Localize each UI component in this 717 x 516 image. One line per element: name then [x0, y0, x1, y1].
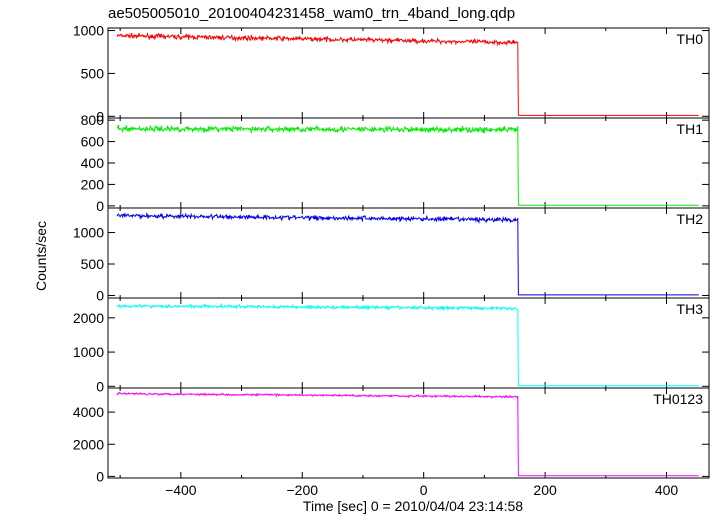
- series-label: TH3: [677, 301, 704, 317]
- series-label: TH0: [677, 31, 704, 47]
- panel-frame: [107, 297, 710, 389]
- panels-group: 05001000TH00200400600800TH105001000TH201…: [73, 23, 710, 498]
- y-tick-label: 0: [96, 468, 104, 484]
- y-tick-label: 2000: [73, 436, 104, 452]
- x-axis-label: Time [sec] 0 = 2010/04/04 23:14:58: [303, 498, 523, 514]
- series-line-th2: [116, 211, 699, 296]
- series-line-th0123: [116, 391, 699, 477]
- y-tick-label: 500: [81, 65, 105, 81]
- y-tick-label: 800: [81, 112, 105, 128]
- series-line-th1: [116, 124, 699, 206]
- y-tick-label: 1000: [73, 344, 104, 360]
- y-tick-label: 0: [96, 378, 104, 394]
- y-axis-label: Counts/sec: [33, 221, 49, 291]
- y-tick-label: 400: [81, 155, 105, 171]
- y-tick-label: 4000: [73, 404, 104, 420]
- y-tick-label: 2000: [73, 310, 104, 326]
- y-tick-label: 600: [81, 134, 105, 150]
- chart-title: ae505005010_20100404231458_wam0_trn_4ban…: [108, 5, 515, 22]
- x-tick-label: −200: [286, 482, 318, 498]
- y-tick-label: 500: [81, 256, 105, 272]
- series-label: TH0123: [653, 391, 703, 407]
- panel-frame: [107, 207, 710, 299]
- series-label: TH2: [677, 211, 704, 227]
- x-tick-label: 0: [420, 482, 428, 498]
- y-tick-label: 1000: [73, 23, 104, 39]
- series-line-th3: [116, 302, 699, 387]
- x-tick-label: 200: [533, 482, 557, 498]
- y-tick-label: 0: [96, 287, 104, 303]
- y-tick-label: 200: [81, 176, 105, 192]
- x-tick-label: 400: [655, 482, 679, 498]
- x-tick-label: −400: [165, 482, 197, 498]
- y-tick-label: 0: [96, 108, 104, 124]
- series-line-th0: [116, 31, 699, 116]
- y-tick-label: 0: [96, 198, 104, 214]
- y-tick-label: 1000: [73, 225, 104, 241]
- series-label: TH1: [677, 121, 704, 137]
- panel-frame: [107, 387, 710, 479]
